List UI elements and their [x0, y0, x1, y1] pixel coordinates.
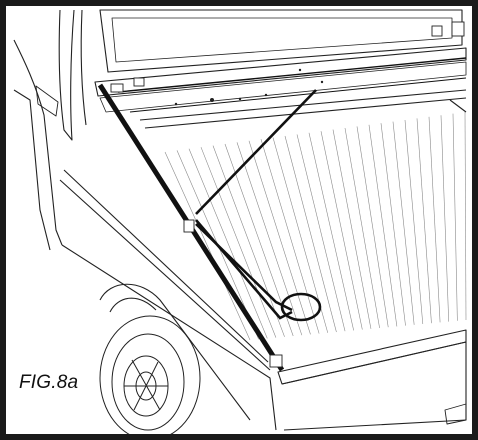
cover-slat — [440, 115, 450, 322]
cover-slat — [392, 121, 415, 325]
cover-slat — [164, 151, 251, 341]
cover-slat — [332, 129, 372, 329]
cover-slat — [344, 127, 380, 329]
front-rail-inner — [129, 77, 467, 113]
front-rail — [117, 57, 467, 93]
cover-slat — [308, 132, 354, 331]
cover-slat — [368, 124, 398, 327]
cover-slat — [200, 147, 277, 338]
cover-slat — [404, 119, 424, 325]
cover-slat — [320, 131, 363, 330]
cover-slat — [452, 113, 458, 321]
cover-slat — [236, 142, 303, 336]
cover-slat — [380, 123, 406, 326]
cover-slat — [296, 134, 346, 332]
diagonal-cable — [195, 89, 317, 215]
cover-slat — [212, 145, 285, 337]
truck-body-outline — [13, 9, 467, 431]
cover-slat — [464, 111, 467, 321]
cover-slat — [356, 126, 389, 328]
figure-label: FIG.8a — [19, 372, 79, 393]
hardware-dots — [174, 68, 324, 106]
cover-slat — [248, 140, 311, 335]
cable-loop — [280, 292, 322, 322]
cover-slat — [428, 116, 441, 323]
cover-slat — [188, 148, 268, 339]
tension-cables — [195, 89, 322, 322]
wheel — [99, 315, 201, 440]
cover-slat — [416, 118, 432, 324]
cover-slat — [284, 135, 337, 333]
tension-cable-return — [195, 223, 293, 312]
cover-slat — [260, 139, 320, 334]
rail-brackets — [110, 21, 465, 368]
